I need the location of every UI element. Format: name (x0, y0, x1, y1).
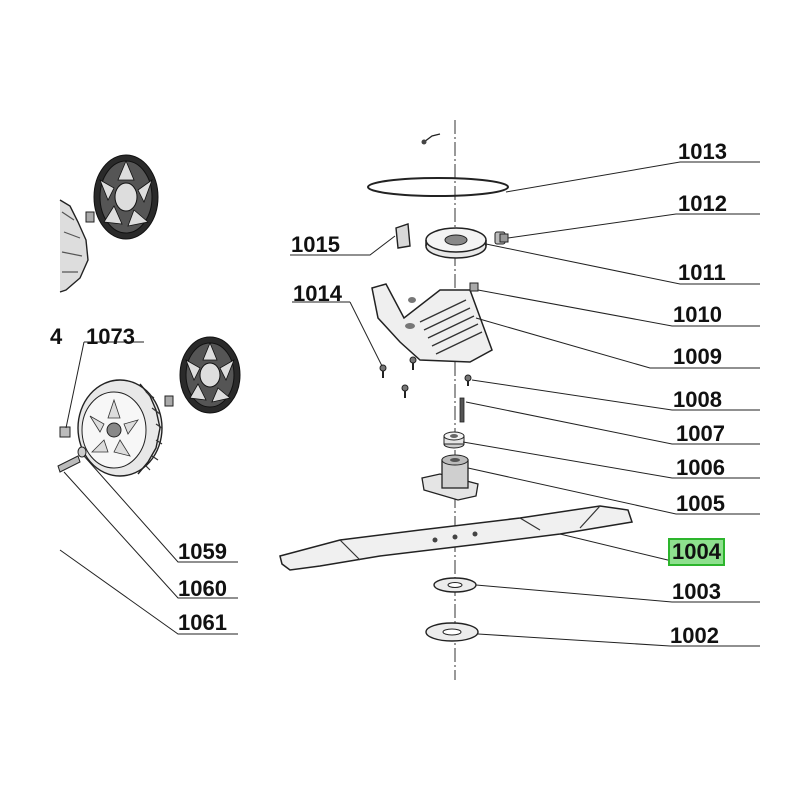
label-1060[interactable]: 1060 (178, 576, 227, 601)
label-1006[interactable]: 1006 (676, 455, 725, 480)
part-1015-key[interactable] (395, 223, 411, 249)
label-1010[interactable]: 1010 (673, 302, 722, 327)
label-1073[interactable]: 1073 (86, 324, 135, 349)
label-1005[interactable]: 1005 (676, 491, 725, 516)
top-bolt-part (421, 133, 441, 145)
part-1011-pulley[interactable] (425, 227, 487, 259)
part-1003-washer[interactable] (433, 577, 477, 593)
part-1060-axle[interactable] (57, 455, 81, 473)
wheel-tire-lower (77, 379, 163, 477)
part-1012-nut[interactable] (494, 231, 509, 245)
label-1014[interactable]: 1014 (293, 281, 342, 306)
wheel-nut-top (85, 211, 95, 223)
partial-tire-top (59, 199, 89, 293)
label-1009[interactable]: 1009 (673, 344, 722, 369)
label-1012[interactable]: 1012 (678, 191, 727, 216)
part-1013-belt[interactable] (367, 177, 509, 197)
label-1002[interactable]: 1002 (670, 623, 719, 648)
label-1003[interactable]: 1003 (672, 579, 721, 604)
label-partial-4: 4 (50, 324, 63, 349)
wheel-cap-lower (179, 336, 241, 414)
part-1073-bolt[interactable] (59, 426, 71, 438)
label-1004-highlighted[interactable]: 1004 (668, 538, 725, 566)
part-1002-washer[interactable] (425, 622, 479, 642)
part-1010-nut[interactable] (469, 282, 479, 292)
wheel-nut-lower (164, 395, 174, 407)
part-1005-blade-holder[interactable] (421, 454, 479, 501)
label-1011[interactable]: 1011 (678, 260, 726, 285)
wheel-cap-top (93, 154, 159, 240)
leader-lines (59, 161, 760, 647)
part-1059-washer[interactable] (77, 446, 87, 458)
label-1059[interactable]: 1059 (178, 539, 227, 564)
label-1013[interactable]: 1013 (678, 139, 727, 164)
part-1009-cover[interactable] (371, 283, 493, 363)
part-1004-blade[interactable] (279, 505, 633, 571)
part-1006-spacer[interactable] (443, 431, 465, 449)
part-1014-screws[interactable] (379, 356, 417, 398)
label-1007[interactable]: 1007 (676, 421, 725, 446)
part-1007-key[interactable] (459, 397, 465, 423)
label-1061[interactable]: 1061 (178, 610, 227, 635)
label-1008[interactable]: 1008 (673, 387, 722, 412)
label-1015[interactable]: 1015 (291, 232, 340, 257)
part-1008-screw[interactable] (464, 374, 472, 386)
